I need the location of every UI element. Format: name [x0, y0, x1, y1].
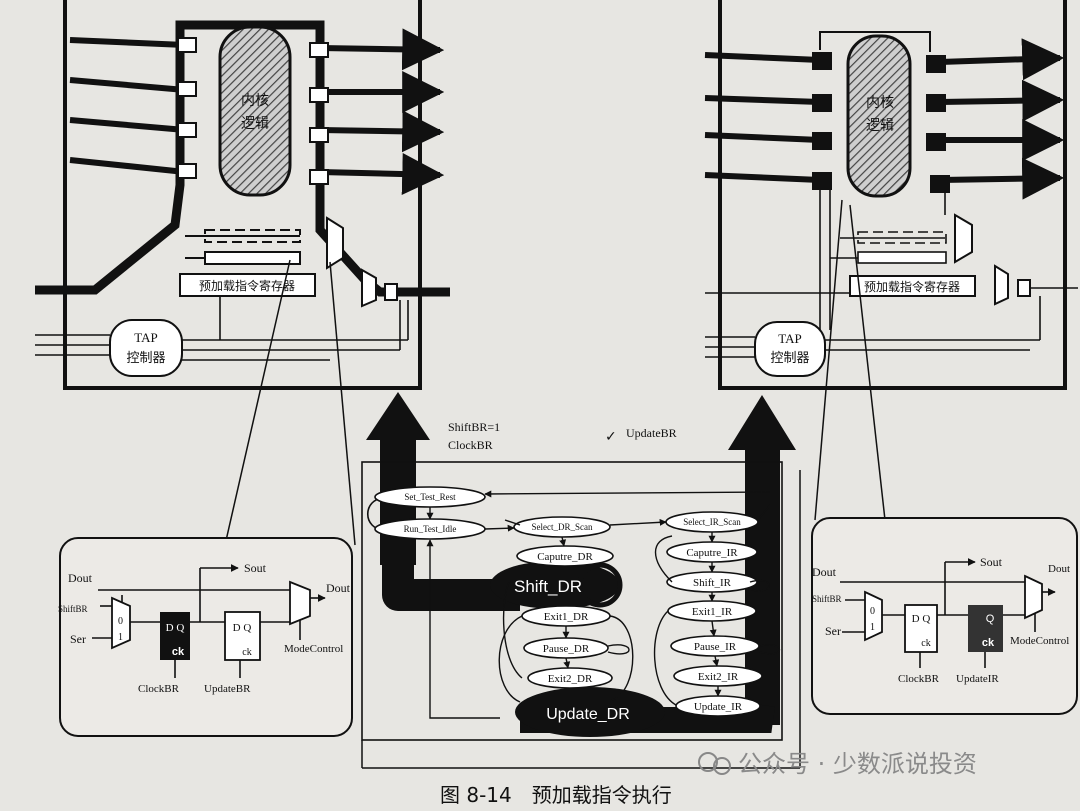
fsm-label-pause-ir: Pause_IR — [694, 641, 737, 653]
left-preload-register — [179, 273, 316, 297]
tap-state-machine: Set_Test_Rest Run_Test_Idle Select_DR_Sc… — [361, 461, 801, 769]
left-tap-label: TAP — [134, 330, 158, 345]
right-cell-mux1: 1 — [870, 622, 875, 633]
left-cell-mode-control: ModeControl — [284, 643, 343, 655]
right-core-logic — [846, 34, 912, 198]
left-cell-ck1: ck — [172, 646, 185, 658]
left-cell-detail: Dout ShiftBR Ser 0 1 D Q ck D Q ck Sout … — [58, 537, 353, 737]
right-cell-mux0: 0 — [870, 606, 875, 617]
left-core-logic — [218, 25, 292, 197]
fsm-label-shift-ir: Shift_IR — [693, 577, 732, 589]
right-core-label-1: 内核 — [866, 95, 894, 111]
left-cell-dout-out: Dout — [326, 581, 351, 595]
check-mark-icon: ✓ — [605, 429, 617, 445]
fsm-label-exit2-ir: Exit2_IR — [698, 671, 739, 683]
wechat-icon — [698, 752, 718, 772]
fsm-label-shift-dr: Shift_DR — [514, 577, 582, 596]
fsm-label-exit1-dr: Exit1_DR — [544, 611, 589, 623]
left-tap-controller — [109, 319, 183, 377]
right-tap-label-2: 控制器 — [770, 351, 809, 366]
fsm-state-shift-dr — [490, 561, 620, 609]
left-chip: 内核 逻辑 预加载指令寄存器 TAP 控制器 — [35, 0, 450, 546]
figure-caption: 图 8-14 预加载指令执行 — [440, 783, 672, 806]
right-chip: 内核 逻辑 预加载指令寄存器 TAP 控制器 — [704, 0, 1078, 521]
fsm-label-capture-dr: Caputre_DR — [537, 551, 593, 563]
fsm-label-select-ir: Select_IR_Scan — [683, 517, 741, 527]
right-cell-ck1: ck — [921, 638, 930, 649]
left-cell-mux1: 1 — [118, 632, 123, 643]
left-cell-updatebr: UpdateBR — [204, 683, 251, 695]
right-chip-border — [718, 0, 1067, 390]
right-cell-clockbr: ClockBR — [898, 673, 940, 685]
right-cell-sout: Sout — [980, 555, 1003, 569]
fsm-label-pause-dr: Pause_DR — [543, 643, 590, 655]
right-cell-ck2: ck — [982, 637, 995, 649]
fsm-label-capture-ir: Caputre_IR — [686, 547, 738, 559]
left-pin-lines — [69, 28, 445, 196]
right-cell-q: Q — [986, 613, 995, 625]
right-cell-detail: Dout ShiftBR Ser 0 1 D Q ck Q ck Sout Do… — [811, 517, 1078, 715]
right-preload-register — [849, 275, 976, 297]
left-core-label-1: 内核 — [241, 93, 269, 109]
left-cell-ck2: ck — [242, 647, 251, 658]
left-cell-dq2: D Q — [233, 622, 252, 634]
right-cell-ser: Ser — [825, 624, 841, 638]
right-bsc-cells — [812, 52, 950, 193]
left-bsc-cells — [177, 37, 329, 185]
watermark-text: 公众号 · 少数派说投资 — [738, 750, 977, 778]
right-core-label-2: 逻辑 — [866, 118, 894, 134]
right-cell-shiftbr: ShiftBR — [812, 594, 842, 604]
right-cell-dout: Dout — [812, 565, 837, 579]
fsm-state-update-dr — [515, 687, 665, 737]
watermark: 公众号 · 少数派说投资 — [698, 750, 977, 778]
left-cell-sout: Sout — [244, 561, 267, 575]
left-cell-dout: Dout — [68, 571, 93, 585]
fsm-label-select-dr: Select_DR_Scan — [532, 522, 593, 532]
right-tap-controller — [754, 321, 826, 377]
label-shiftbr-eq: ShiftBR=1 — [448, 420, 500, 434]
left-cell-mux0: 0 — [118, 616, 123, 627]
left-cell-clockbr: ClockBR — [138, 683, 180, 695]
left-core-label-2: 逻辑 — [241, 116, 269, 132]
left-preload-register-label: 预加载指令寄存器 — [199, 278, 295, 293]
label-updatebr-top: UpdateBR — [626, 426, 677, 440]
fsm-label-run-test-idle: Run_Test_Idle — [404, 524, 457, 534]
right-cell-updateir: UpdateIR — [956, 673, 999, 685]
right-cell-dq: D Q — [912, 613, 931, 625]
left-cell-shiftbr: ShiftBR — [58, 604, 88, 614]
right-cell-mode-control: ModeControl — [1010, 635, 1069, 647]
label-clockbr-top: ClockBR — [448, 438, 493, 452]
fsm-label-exit2-dr: Exit2_DR — [548, 673, 593, 685]
fsm-label-set-test-rest: Set_Test_Rest — [404, 492, 456, 502]
left-tap-label-2: 控制器 — [126, 351, 165, 366]
right-cell-dout-out: Dout — [1048, 563, 1070, 575]
left-cell-ser: Ser — [70, 632, 86, 646]
left-internal-registers: 预加载指令寄存器 — [179, 216, 398, 308]
right-preload-register-label: 预加载指令寄存器 — [864, 279, 960, 294]
fsm-label-update-ir: Update_IR — [694, 701, 743, 713]
right-tap-label: TAP — [778, 331, 802, 346]
fsm-label-exit1-ir: Exit1_IR — [692, 606, 733, 618]
left-cell-dq1: D Q — [166, 622, 185, 634]
fsm-label-update-dr: Update_DR — [546, 706, 630, 723]
